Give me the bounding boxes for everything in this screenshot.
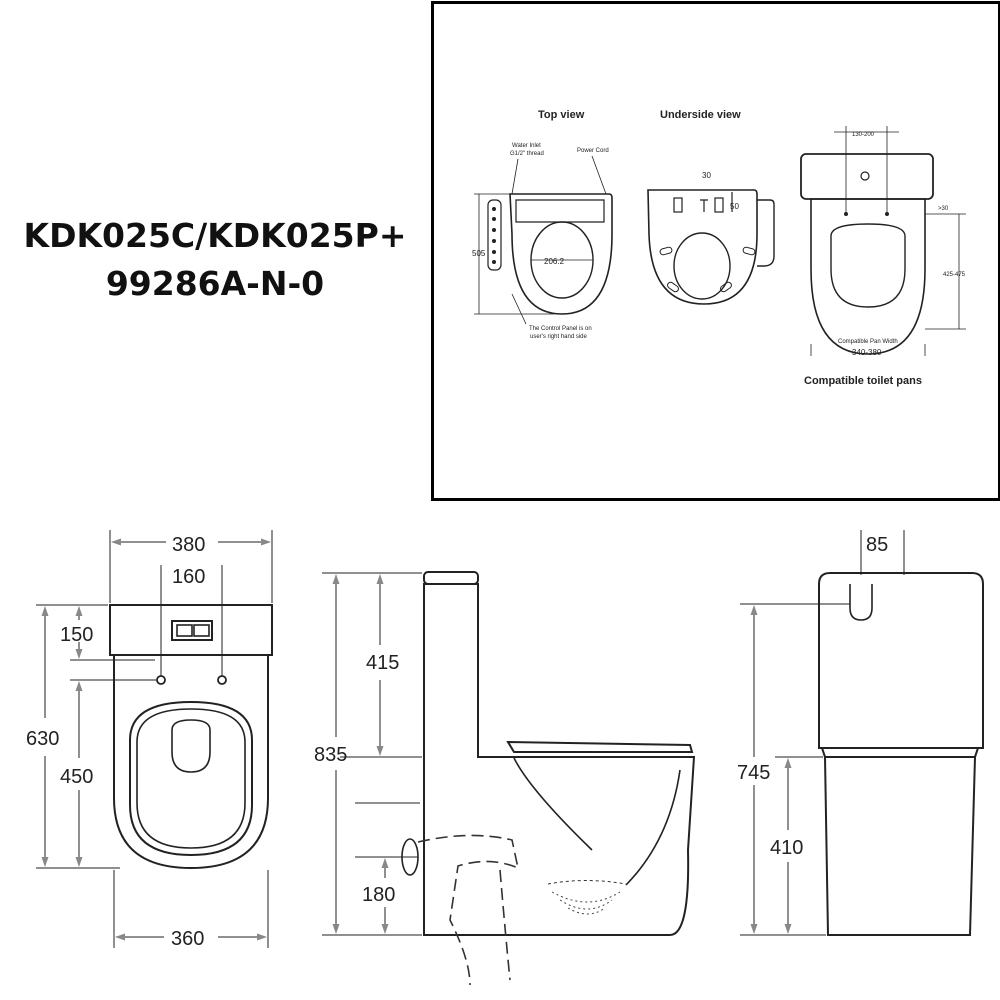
rear-height: 745	[737, 762, 770, 784]
front-width-top: 380	[172, 534, 205, 556]
top-view-title: Top view	[538, 109, 585, 121]
water-inlet-label: Water Inlet	[512, 143, 541, 149]
model-line-2: 99286A-N-0	[105, 264, 325, 303]
underside-dim-50: 50	[730, 202, 739, 211]
front-width-bottom: 360	[171, 928, 204, 950]
underside-seat	[647, 189, 775, 305]
seat-spec-drawing: Top view Water Inlet G1/2" thread Power …	[472, 109, 966, 387]
pan-dim-30: >30	[938, 206, 949, 212]
control-note-1: The Control Panel is on	[529, 326, 592, 332]
top-view-bowl-width: 206.2	[544, 257, 565, 266]
underside-dim-30: 30	[702, 171, 711, 180]
pan-range-top: 130-200	[852, 132, 875, 138]
rear-pan-height: 410	[770, 837, 803, 859]
side-cistern-height: 415	[366, 652, 399, 674]
front-cistern-height: 150	[60, 624, 93, 646]
top-view-height: 505	[472, 249, 486, 258]
seat-spec-panel: Top view Water Inlet G1/2" thread Power …	[431, 1, 1000, 501]
side-outlet-height: 180	[362, 884, 395, 906]
pan-width-label: Compatible Pan Width	[838, 339, 898, 345]
model-line-1: KDK025C/KDK025P+	[23, 216, 407, 255]
compatible-pan-drawing	[800, 126, 966, 356]
pan-width: 340-380	[852, 348, 882, 357]
pan-range-side: 425-475	[943, 272, 966, 278]
front-hole-spacing: 160	[172, 566, 205, 588]
rear-outlet-offset: 85	[866, 534, 888, 556]
rear-view	[740, 530, 984, 936]
side-view	[322, 571, 696, 986]
control-note-2: user's right hand side	[530, 334, 588, 340]
front-total-depth: 630	[26, 728, 59, 750]
pan-caption: Compatible toilet pans	[804, 375, 922, 387]
power-cord-label: Power Cord	[577, 148, 609, 154]
water-inlet-thread: G1/2" thread	[510, 151, 544, 157]
front-seat-depth: 450	[60, 766, 93, 788]
underside-view-title: Underside view	[660, 109, 741, 121]
side-total-height: 835	[314, 744, 347, 766]
top-view-seat	[474, 155, 613, 325]
model-title: KDK025C/KDK025P+ 99286A-N-0	[10, 212, 420, 308]
front-view	[36, 530, 273, 948]
